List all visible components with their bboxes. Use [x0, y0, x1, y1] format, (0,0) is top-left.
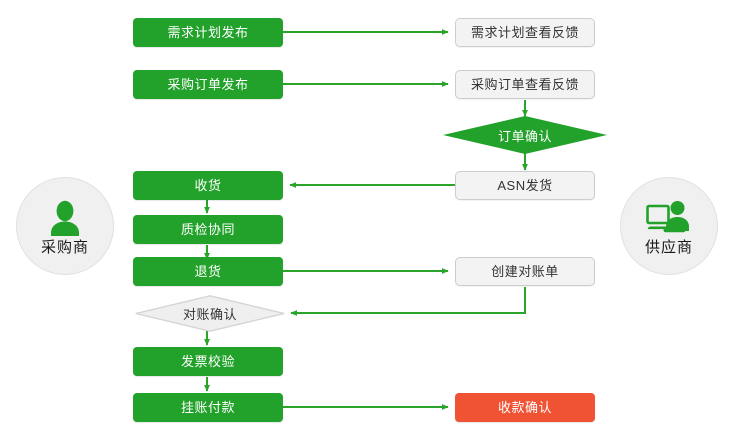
actor-buyer[interactable]: 采购商 — [16, 177, 114, 275]
actor-supplier-label: 供应商 — [644, 238, 693, 256]
node-asn-ship[interactable]: ASN发货 — [455, 171, 595, 200]
person-computer-icon — [646, 198, 692, 238]
node-receive-goods[interactable]: 收货 — [133, 171, 283, 200]
person-icon — [42, 198, 88, 238]
node-statement-confirm[interactable]: 对账确认 — [135, 295, 285, 332]
node-create-statement[interactable]: 创建对账单 — [455, 257, 595, 286]
node-order-confirm[interactable]: 订单确认 — [443, 116, 607, 154]
node-invoice-verify[interactable]: 发票校验 — [133, 347, 283, 376]
node-qc-collab[interactable]: 质检协同 — [133, 215, 283, 244]
node-demand-plan-feedback[interactable]: 需求计划查看反馈 — [455, 18, 595, 47]
node-receipt-confirm[interactable]: 收款确认 — [455, 393, 595, 422]
node-return-goods[interactable]: 退货 — [133, 257, 283, 286]
node-po-publish[interactable]: 采购订单发布 — [133, 70, 283, 99]
actor-supplier[interactable]: 供应商 — [620, 177, 718, 275]
actor-buyer-label: 采购商 — [40, 238, 89, 256]
node-demand-plan-publish[interactable]: 需求计划发布 — [133, 18, 283, 47]
edge-create-statement-to-statement-confirm — [290, 287, 526, 316]
node-payable-payment[interactable]: 挂账付款 — [133, 393, 283, 422]
node-po-feedback[interactable]: 采购订单查看反馈 — [455, 70, 595, 99]
